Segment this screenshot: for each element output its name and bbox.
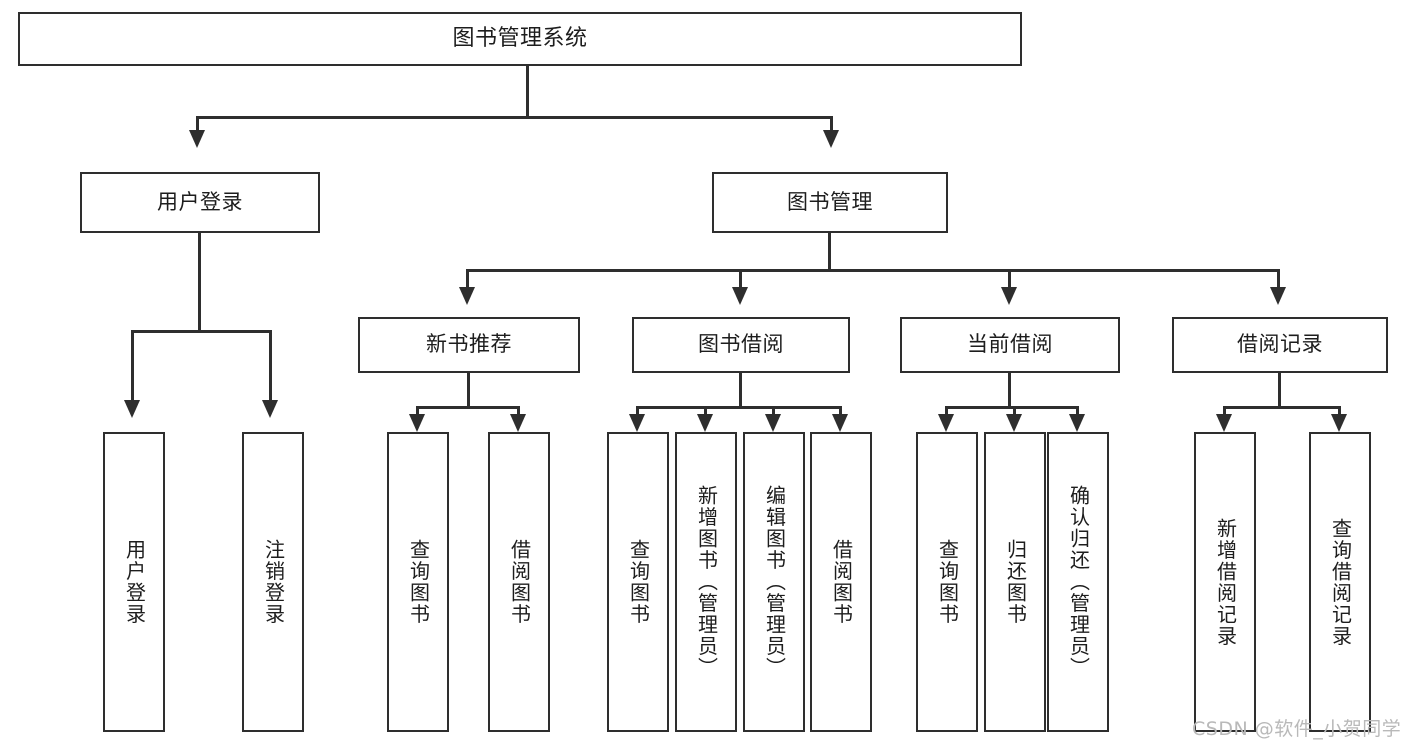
leaf-recommend-borrow-book[interactable]: 借阅图书 bbox=[488, 432, 550, 732]
connector-record-to-leaf2 bbox=[1338, 406, 1341, 418]
arrowhead-record-leaf2 bbox=[1331, 414, 1347, 432]
leaf-label: 确认归还（管理员） bbox=[1066, 485, 1091, 679]
connector-bookmgmt-to-l3-4 bbox=[1277, 269, 1280, 291]
leaf-label: 新增图书（管理员） bbox=[694, 485, 719, 679]
arrowhead-l3-4 bbox=[1270, 287, 1286, 305]
arrowhead-l3-1 bbox=[459, 287, 475, 305]
connector-record-to-leaf1 bbox=[1223, 406, 1226, 418]
leaf-current-confirm-return-admin[interactable]: 确认归还（管理员） bbox=[1047, 432, 1109, 732]
leaf-borrow-edit-book-admin[interactable]: 编辑图书（管理员） bbox=[743, 432, 805, 732]
node-label: 图书借阅 bbox=[698, 332, 784, 357]
connector-root-to-bookmgmt bbox=[830, 116, 833, 134]
leaf-label: 查询借阅记录 bbox=[1328, 517, 1353, 647]
node-label: 新书推荐 bbox=[426, 332, 512, 357]
leaf-label: 编辑图书（管理员） bbox=[762, 485, 787, 679]
leaf-recommend-query-book[interactable]: 查询图书 bbox=[387, 432, 449, 732]
node-root-system[interactable]: 图书管理系统 bbox=[18, 12, 1022, 66]
leaf-label: 查询图书 bbox=[935, 539, 960, 625]
arrowhead-l3-3 bbox=[1001, 287, 1017, 305]
connector-recommend-to-leaf1 bbox=[416, 406, 419, 418]
node-label: 当前借阅 bbox=[967, 332, 1053, 357]
connector-borrow-to-leaf2 bbox=[704, 406, 707, 418]
connector-current-to-leaf1 bbox=[945, 406, 948, 418]
leaf-label: 借阅图书 bbox=[829, 539, 854, 625]
connector-root-stem bbox=[526, 66, 529, 118]
connector-borrow-stem bbox=[739, 373, 742, 409]
connector-login-to-leaf1 bbox=[131, 330, 134, 404]
node-label: 图书管理 bbox=[787, 189, 873, 214]
connector-borrow-to-leaf4 bbox=[839, 406, 842, 418]
leaf-label: 查询图书 bbox=[406, 539, 431, 625]
arrowhead-borrow-leaf3 bbox=[765, 414, 781, 432]
connector-bookmgmt-bus bbox=[466, 269, 1280, 272]
leaf-current-query-book[interactable]: 查询图书 bbox=[916, 432, 978, 732]
leaf-label: 用户登录 bbox=[122, 539, 147, 625]
arrowhead-recommend-leaf2 bbox=[510, 414, 526, 432]
node-label: 图书管理系统 bbox=[452, 25, 588, 51]
connector-current-to-leaf2 bbox=[1013, 406, 1016, 418]
node-book-management[interactable]: 图书管理 bbox=[712, 172, 948, 233]
connector-recommend-bus bbox=[416, 406, 520, 409]
connector-root-to-login bbox=[196, 116, 199, 134]
arrowhead-root-to-login bbox=[189, 130, 205, 148]
leaf-borrow-add-book-admin[interactable]: 新增图书（管理员） bbox=[675, 432, 737, 732]
connector-login-stem bbox=[198, 233, 201, 333]
leaf-label: 新增借阅记录 bbox=[1213, 517, 1238, 647]
arrowhead-current-leaf2 bbox=[1006, 414, 1022, 432]
connector-bookmgmt-to-l3-2 bbox=[739, 269, 742, 291]
leaf-current-return-book[interactable]: 归还图书 bbox=[984, 432, 1046, 732]
connector-record-bus bbox=[1223, 406, 1341, 409]
watermark-text: CSDN @软件_小贺同学 bbox=[1192, 718, 1402, 740]
leaf-user-logout[interactable]: 注销登录 bbox=[242, 432, 304, 732]
node-current-borrow[interactable]: 当前借阅 bbox=[900, 317, 1120, 373]
leaf-record-query-record[interactable]: 查询借阅记录 bbox=[1309, 432, 1371, 732]
connector-login-to-leaf2 bbox=[269, 330, 272, 404]
connector-current-stem bbox=[1008, 373, 1011, 409]
arrowhead-record-leaf1 bbox=[1216, 414, 1232, 432]
arrowhead-current-leaf3 bbox=[1069, 414, 1085, 432]
connector-borrow-to-leaf1 bbox=[636, 406, 639, 418]
arrowhead-borrow-leaf4 bbox=[832, 414, 848, 432]
leaf-user-login[interactable]: 用户登录 bbox=[103, 432, 165, 732]
arrowhead-login-to-leaf2 bbox=[262, 400, 278, 418]
connector-record-stem bbox=[1278, 373, 1281, 409]
arrowhead-borrow-leaf2 bbox=[697, 414, 713, 432]
leaf-label: 归还图书 bbox=[1003, 539, 1028, 625]
node-label: 借阅记录 bbox=[1237, 332, 1323, 357]
node-label: 用户登录 bbox=[157, 189, 243, 214]
node-book-borrow[interactable]: 图书借阅 bbox=[632, 317, 850, 373]
connector-borrow-bus bbox=[636, 406, 842, 409]
arrowhead-root-to-bookmgmt bbox=[823, 130, 839, 148]
leaf-record-add-record[interactable]: 新增借阅记录 bbox=[1194, 432, 1256, 732]
leaf-label: 注销登录 bbox=[261, 539, 286, 625]
connector-current-to-leaf3 bbox=[1076, 406, 1079, 418]
leaf-label: 查询图书 bbox=[626, 539, 651, 625]
arrowhead-login-to-leaf1 bbox=[124, 400, 140, 418]
connector-bookmgmt-stem bbox=[828, 233, 831, 271]
arrowhead-recommend-leaf1 bbox=[409, 414, 425, 432]
connector-current-bus bbox=[945, 406, 1079, 409]
arrowhead-current-leaf1 bbox=[938, 414, 954, 432]
connector-root-bus bbox=[196, 116, 833, 119]
connector-bookmgmt-to-l3-3 bbox=[1008, 269, 1011, 291]
connector-recommend-to-leaf2 bbox=[517, 406, 520, 418]
node-borrow-record[interactable]: 借阅记录 bbox=[1172, 317, 1388, 373]
arrowhead-borrow-leaf1 bbox=[629, 414, 645, 432]
leaf-borrow-query-book[interactable]: 查询图书 bbox=[607, 432, 669, 732]
connector-login-bus bbox=[131, 330, 271, 333]
connector-borrow-to-leaf3 bbox=[772, 406, 775, 418]
connector-bookmgmt-to-l3-1 bbox=[466, 269, 469, 291]
node-user-login[interactable]: 用户登录 bbox=[80, 172, 320, 233]
leaf-borrow-borrow-book[interactable]: 借阅图书 bbox=[810, 432, 872, 732]
leaf-label: 借阅图书 bbox=[507, 539, 532, 625]
arrowhead-l3-2 bbox=[732, 287, 748, 305]
node-new-book-recommend[interactable]: 新书推荐 bbox=[358, 317, 580, 373]
connector-recommend-stem bbox=[467, 373, 470, 409]
